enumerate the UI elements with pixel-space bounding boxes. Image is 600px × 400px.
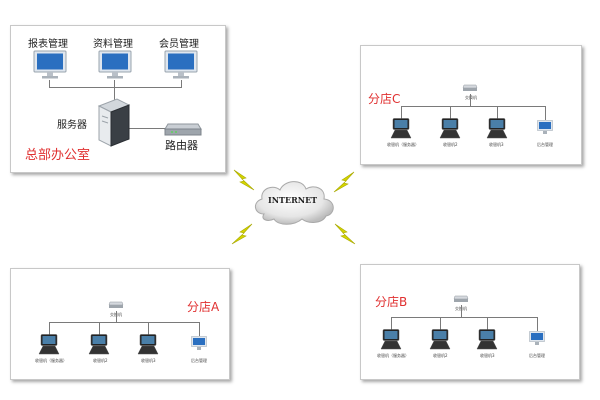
monitor-icon <box>98 50 132 79</box>
pos-terminal-icon <box>137 334 159 355</box>
pos-label: 收银机3 <box>141 358 156 363</box>
monitor-icon <box>33 50 67 79</box>
monitor-icon <box>537 120 553 134</box>
pos-terminal-icon <box>486 118 508 139</box>
pos-label: 收银机（服务器） <box>387 142 419 147</box>
hq-title: 总部办公室 <box>25 148 91 163</box>
lightning-icon <box>231 223 253 245</box>
branch-trunk-line <box>470 94 471 106</box>
server-icon <box>97 98 131 147</box>
pos-terminal-icon <box>38 334 60 355</box>
switch-label: 交换机 <box>465 95 477 100</box>
office-label: 后台管理 <box>191 358 207 363</box>
lightning-icon <box>233 169 255 191</box>
pos-label: 收银机2 <box>93 358 108 363</box>
branch-drop-line <box>99 322 100 336</box>
branch-drop-line <box>199 322 200 336</box>
pos-label: 收银机（服务器） <box>377 353 409 358</box>
terminal-label-member: 会员管理 <box>159 39 199 50</box>
pos-terminal-icon <box>390 118 412 139</box>
monitor-icon <box>529 331 545 345</box>
branch-drop-line <box>401 106 402 120</box>
office-label: 后台管理 <box>529 353 545 358</box>
branch-trunk-line <box>461 305 462 317</box>
switch-icon <box>108 301 124 308</box>
pos-label: 收银机2 <box>433 353 448 358</box>
pos-label: 收银机（服务器） <box>35 358 67 363</box>
branch-drop-line <box>545 106 546 120</box>
cloud-icon <box>255 181 334 225</box>
hq-drop-line <box>49 80 50 88</box>
branch-b-title: 分店B <box>375 295 408 309</box>
switch-icon <box>453 295 469 302</box>
pos-terminal-icon <box>429 329 451 350</box>
branch-trunk-line <box>116 311 117 322</box>
monitor-icon <box>164 50 198 79</box>
hq-panel: 报表管理 资料管理 会员管理 服务器 路由器 <box>10 25 226 173</box>
branch-c-title: 分店C <box>368 92 401 106</box>
hq-drop-line <box>114 80 115 88</box>
lightning-icon <box>333 171 355 193</box>
internet-label: INTERNET <box>268 195 318 205</box>
branch-a-title: 分店A <box>187 300 220 314</box>
pos-label: 收银机3 <box>489 142 504 147</box>
branch-drop-line <box>391 317 392 331</box>
pos-terminal-icon <box>439 118 461 139</box>
pos-terminal-icon <box>88 334 110 355</box>
pos-label: 收银机3 <box>480 353 495 358</box>
hq-server-line <box>114 87 115 103</box>
hq-router-line <box>129 128 166 129</box>
branch-drop-line <box>537 317 538 331</box>
branch-bus-line <box>49 322 199 323</box>
lightning-icon <box>334 223 356 245</box>
pos-terminal-icon <box>380 329 402 350</box>
office-label: 后台管理 <box>537 142 553 147</box>
pos-label: 收银机2 <box>443 142 458 147</box>
router-label: 路由器 <box>165 139 198 152</box>
branch-drop-line <box>487 317 488 331</box>
branch-drop-line <box>49 322 50 336</box>
switch-icon <box>462 84 478 91</box>
branch-drop-line <box>497 106 498 120</box>
hq-bus-line <box>49 87 182 88</box>
server-label: 服务器 <box>57 120 87 131</box>
branch-drop-line <box>440 317 441 331</box>
branch-b-panel: 分店B 交换机 收银机（服务器） 收银机2 收银机3 后台管理 <box>360 264 580 380</box>
terminal-label-report: 报表管理 <box>28 39 68 50</box>
branch-drop-line <box>148 322 149 336</box>
hq-drop-line <box>181 80 182 88</box>
branch-a-panel: 分店A 交换机 收银机（服务器） 收银机2 收银机3 后台管理 <box>10 268 230 380</box>
terminal-label-data: 资料管理 <box>93 39 133 50</box>
branch-bus-line <box>401 106 545 107</box>
branch-c-panel: 分店C 交换机 收银机（服务器） 收银机2 收银机3 后台管理 <box>360 45 582 165</box>
router-icon <box>164 123 202 136</box>
monitor-icon <box>191 336 207 350</box>
pos-terminal-icon <box>476 329 498 350</box>
branch-bus-line <box>391 317 537 318</box>
branch-drop-line <box>450 106 451 120</box>
